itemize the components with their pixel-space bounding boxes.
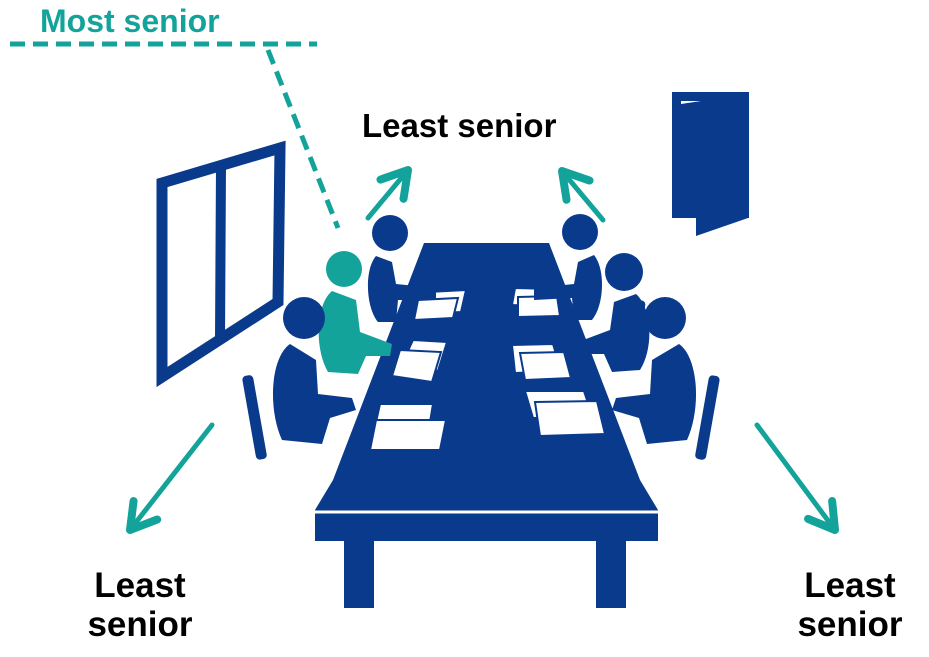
least-senior-left-line1: Least (94, 566, 186, 605)
person-icon-most-senior (318, 251, 392, 374)
least-senior-left-label: Least senior (50, 566, 230, 644)
person-icon (534, 214, 603, 320)
person-icon (272, 297, 356, 444)
document-icon (368, 286, 607, 451)
person-icon (612, 297, 697, 444)
person-icon (578, 253, 650, 372)
person-icon (367, 215, 436, 322)
least-senior-left-line2: senior (87, 605, 193, 645)
least-senior-right-line1: Least (804, 566, 896, 605)
door-icon (672, 92, 749, 236)
conference-table-icon (315, 243, 658, 608)
most-senior-label: Most senior (40, 3, 220, 39)
most-senior-leader-line (10, 41, 341, 229)
window-icon (156, 140, 286, 388)
least-senior-right-label: Least senior (770, 566, 929, 644)
least-senior-right-line2: senior (797, 605, 903, 645)
least-senior-top-label: Least senior (362, 107, 557, 144)
arrow-icon (126, 166, 839, 534)
